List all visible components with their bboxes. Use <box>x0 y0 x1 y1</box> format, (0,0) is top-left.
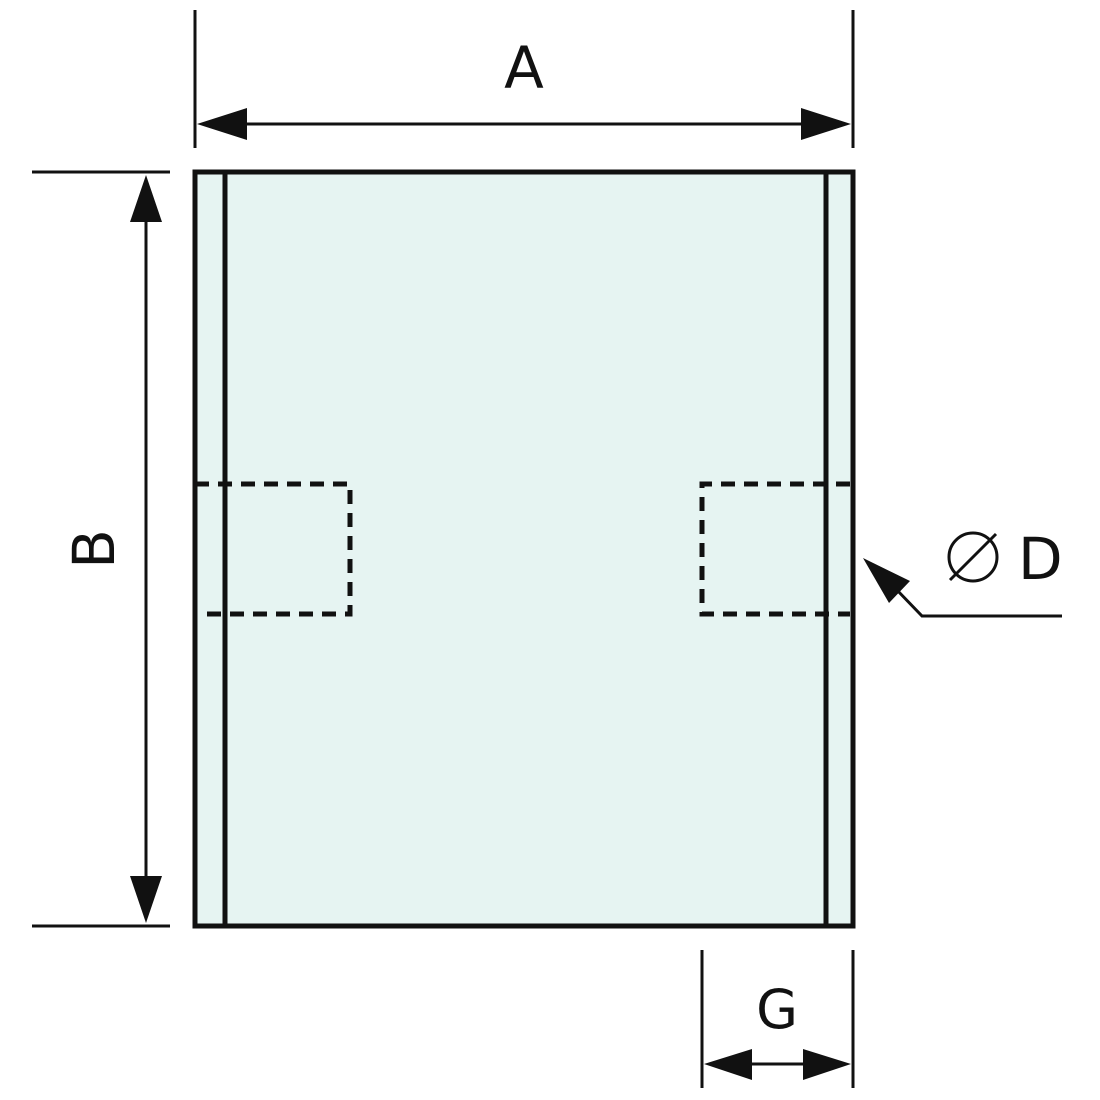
dimension-d: D <box>863 525 1063 618</box>
right-hidden-hole <box>699 481 850 617</box>
arrowhead-left-icon <box>704 1049 752 1080</box>
dimension-a: A <box>193 10 855 148</box>
arrowhead-left-icon <box>197 108 247 140</box>
dimension-g: G <box>700 950 855 1088</box>
arrowhead-down-icon <box>130 876 162 923</box>
diameter-symbol-icon <box>947 531 999 583</box>
leader-arrowhead-icon <box>863 558 910 603</box>
arrowhead-up-icon <box>130 175 162 222</box>
label-d: D <box>1018 525 1063 593</box>
label-g: G <box>756 978 798 1041</box>
label-a: A <box>504 34 544 102</box>
arrowhead-right-icon <box>801 108 851 140</box>
left-hidden-hole <box>195 481 353 617</box>
part-body <box>192 169 856 929</box>
arrowhead-right-icon <box>803 1049 851 1080</box>
dimension-b: B <box>32 170 170 928</box>
label-b: B <box>60 529 128 569</box>
